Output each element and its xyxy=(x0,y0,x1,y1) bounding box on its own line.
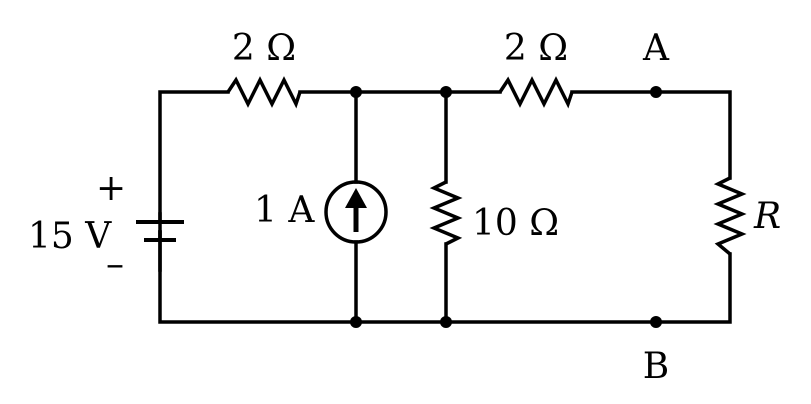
node-top-2 xyxy=(440,86,452,98)
resistor-left xyxy=(226,76,302,109)
node-top-1 xyxy=(350,86,362,98)
node-bottom-2 xyxy=(440,316,452,328)
label-r-load: R xyxy=(753,196,781,237)
label-current-source: 1 A xyxy=(254,190,315,231)
label-r-top-right: 2 Ω xyxy=(504,28,568,69)
label-terminal-a: A xyxy=(642,28,670,69)
label-plus: + xyxy=(96,168,126,209)
node-bottom-1 xyxy=(350,316,362,328)
node-b xyxy=(650,316,662,328)
label-r-middle: 10 Ω xyxy=(472,203,559,244)
label-terminal-b: B xyxy=(643,346,669,387)
label-r-left: 2 Ω xyxy=(232,28,296,69)
node-a xyxy=(650,86,662,98)
resistor-load xyxy=(713,176,747,256)
current-source-circle xyxy=(324,180,388,244)
arrow-up-icon xyxy=(345,188,367,232)
resistor-top-right xyxy=(498,76,574,109)
label-minus: – xyxy=(106,244,124,285)
label-voltage-source: 15 V xyxy=(28,216,112,257)
wire-top-left xyxy=(158,90,230,272)
resistor-middle xyxy=(429,180,463,246)
wire-top-right xyxy=(570,90,732,180)
